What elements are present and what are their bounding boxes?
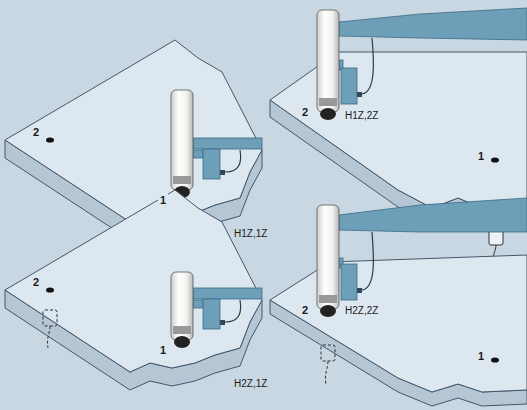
point-number: 1 — [476, 150, 486, 162]
point-number: 1 — [158, 344, 168, 356]
plate — [5, 190, 262, 390]
hammer — [317, 198, 527, 317]
frf-label: H2Z,2Z — [343, 305, 380, 316]
frf-label: H1Z,1Z — [232, 228, 269, 239]
point-number: 1 — [158, 194, 168, 206]
frf-label: H2Z,1Z — [232, 378, 269, 389]
hammer — [317, 8, 527, 120]
plate — [270, 52, 527, 225]
point-number: 2 — [31, 126, 41, 138]
point-number: 2 — [300, 106, 310, 118]
plate — [5, 40, 262, 240]
point-number: 1 — [476, 350, 486, 362]
point-number: 2 — [300, 304, 310, 316]
hammer — [171, 90, 262, 198]
hammer — [171, 272, 262, 348]
plate — [270, 255, 527, 406]
point-number: 2 — [31, 276, 41, 288]
frf-label: H1Z,2Z — [343, 110, 380, 121]
